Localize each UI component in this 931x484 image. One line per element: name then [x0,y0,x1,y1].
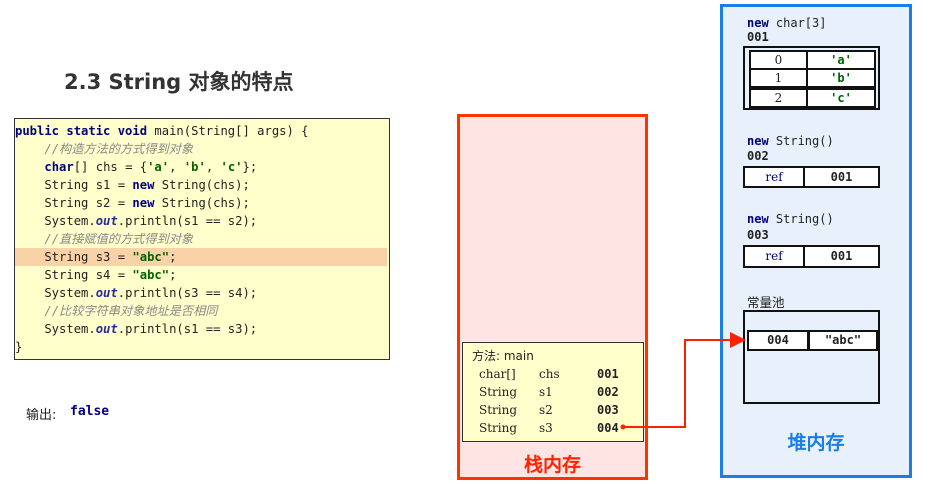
output-value: false [70,404,110,419]
var-value: 001 [597,367,619,381]
string-object-value: 001 [803,166,880,188]
var-value: 004 [597,421,619,435]
var-name: chs [539,367,560,381]
stack-frame-title: 方法: main [472,349,534,363]
code-line: String s2 = new String(chs); [15,196,250,210]
code-line: String s1 = new String(chs); [15,178,250,192]
code-line: } [15,340,23,354]
code-block: public static void main(String[] args) {… [14,118,390,360]
string-object-field: ref [743,245,805,268]
array-element: 'b' [806,68,876,88]
code-line: System.out.println(s1 == s3); [15,322,258,336]
var-type: char[] [479,367,516,381]
array-index: 1 [749,68,808,88]
code-line: String s4 = "abc"; [15,268,177,282]
code-line: //比较字符串对象地址是否相同 [44,304,218,318]
var-type: String [479,421,518,435]
string-object-address: 003 [747,228,769,242]
string-object-address: 002 [747,149,769,163]
constant-pool-label: 常量池 [747,295,785,310]
heap-memory-title: 堆内存 [787,432,845,454]
array-address: 001 [747,30,769,44]
code-line: System.out.println(s1 == s2); [15,214,258,228]
stack-memory-title: 栈内存 [523,454,581,476]
section-title: 2.3 String 对象的特点 [64,70,294,94]
var-type: String [479,403,518,417]
var-name: s3 [539,421,553,435]
code-line: //直接赋值的方式得到对象 [44,232,194,246]
var-type: String [479,385,518,399]
code-line: char[] chs = {'a', 'b', 'c'}; [44,160,258,174]
output-label: 输出: [26,408,57,423]
constant-pool-value: "abc" [808,330,878,351]
var-value: 003 [597,403,619,417]
string-object-field: ref [743,166,805,188]
code-line: public static void main(String[] args) { [15,124,309,138]
constant-pool [743,310,880,404]
string-object-label: new String() [747,134,834,148]
code-line-highlighted: String s3 = "abc"; [15,248,387,266]
var-name: s1 [539,385,553,399]
code-line: //构造方法的方式得到对象 [44,142,194,156]
string-object-label: new String() [747,212,834,226]
var-name: s2 [539,403,553,417]
array-index: 2 [749,88,808,108]
var-value: 002 [597,385,619,399]
constant-pool-address: 004 [747,330,809,351]
stack-frame [462,342,644,442]
array-label: new char[3] [747,16,827,30]
code-line: System.out.println(s3 == s4); [15,286,258,300]
string-object-value: 001 [803,245,880,268]
array-element: 'c' [806,88,876,108]
